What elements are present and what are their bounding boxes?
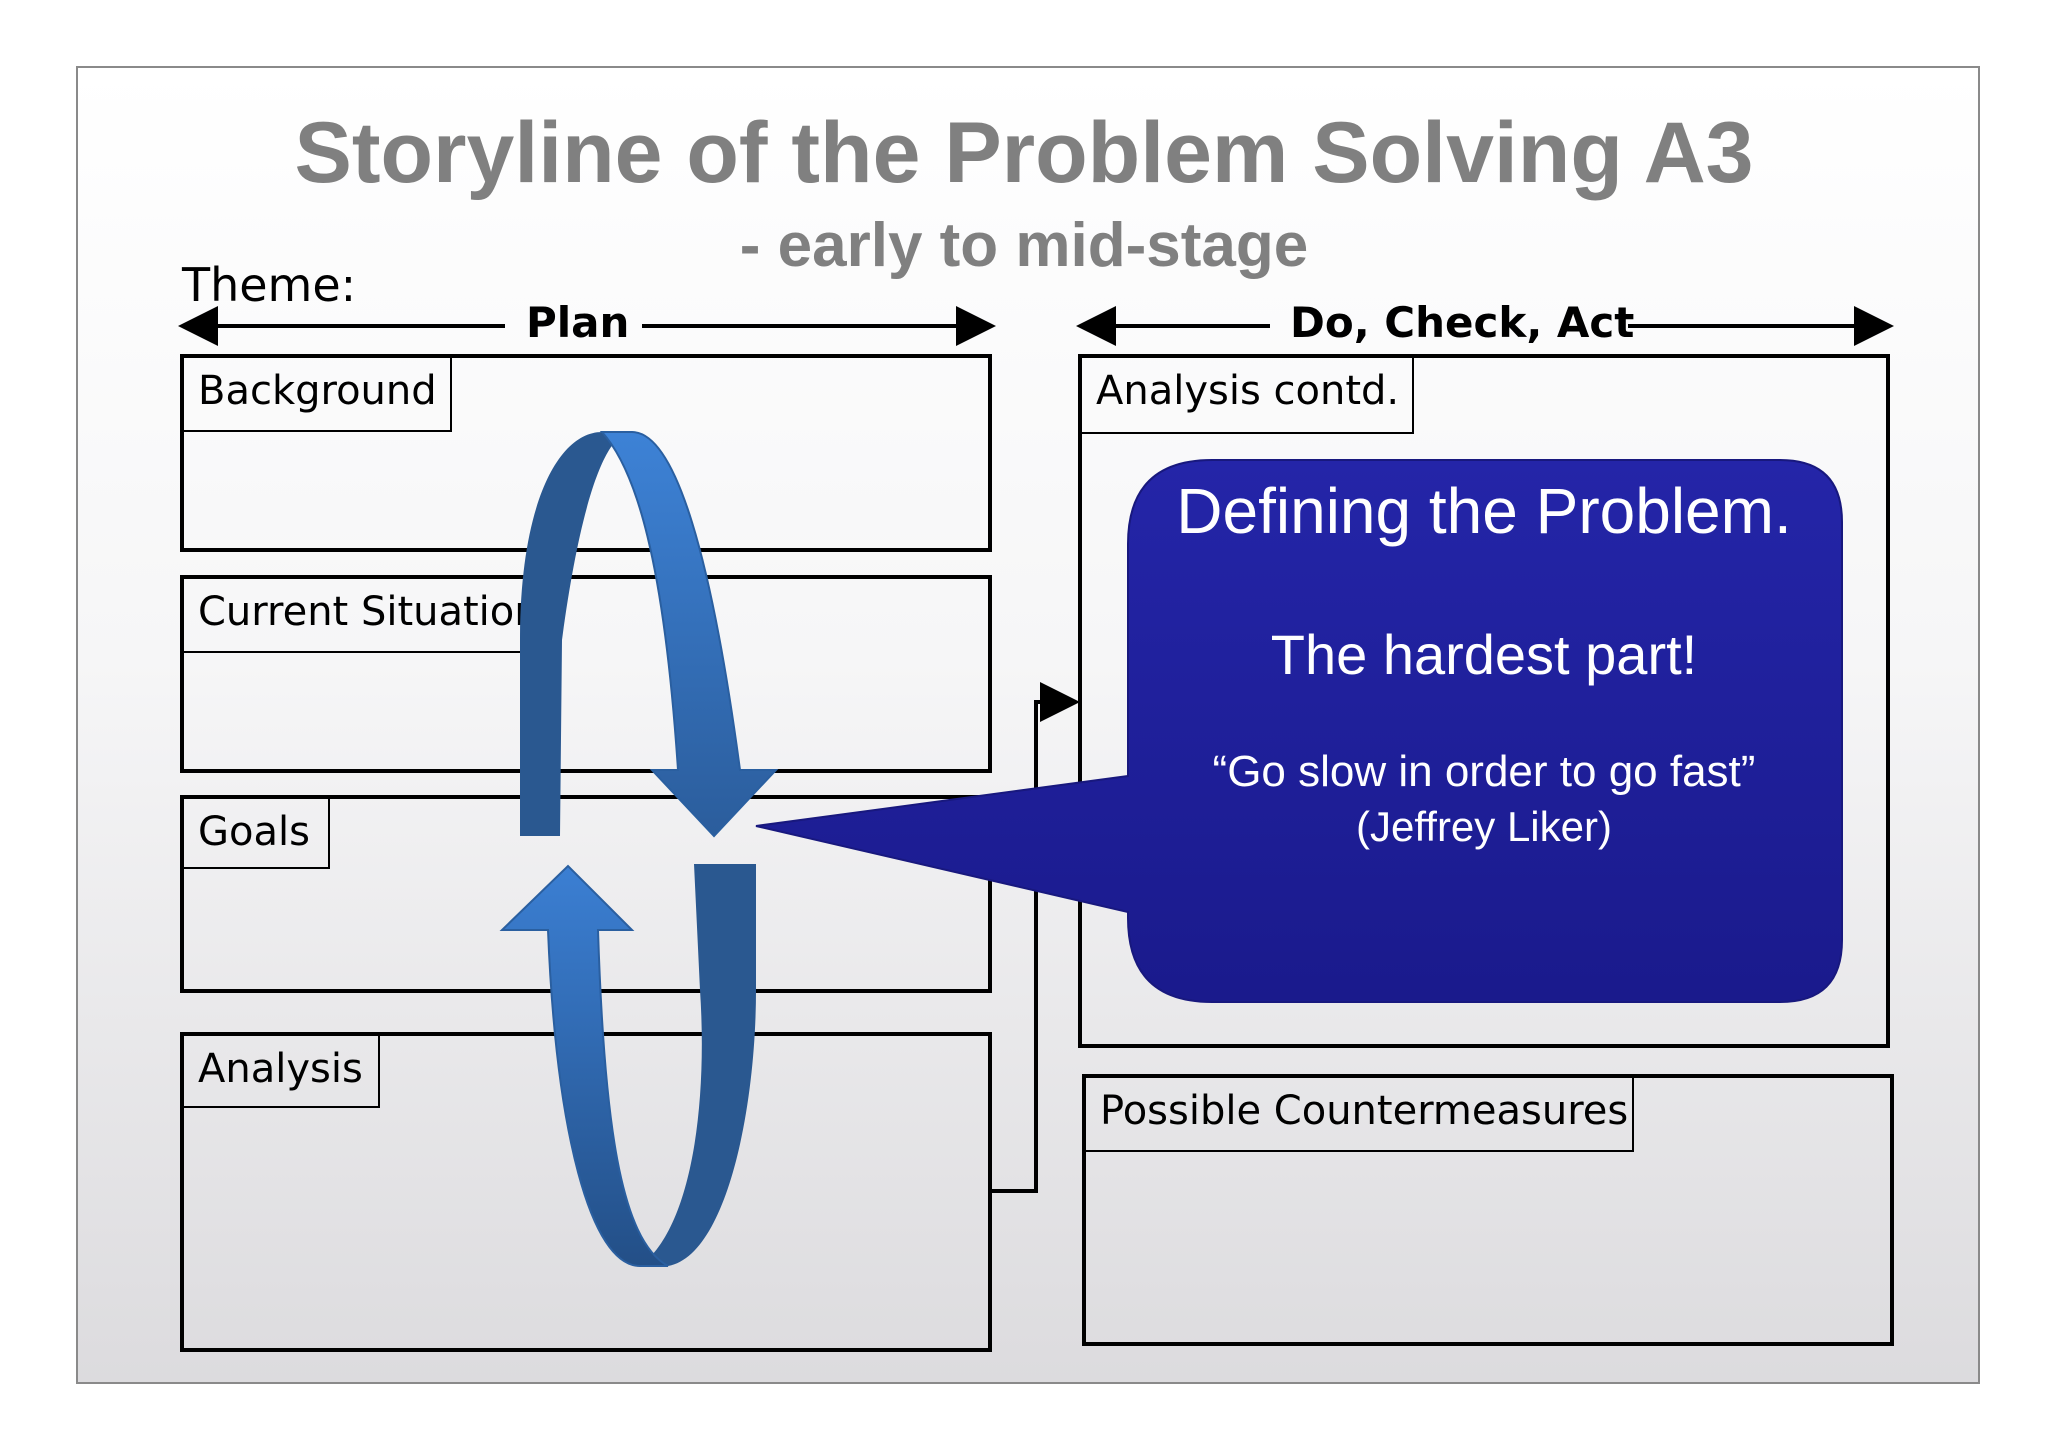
connector-arrow — [992, 682, 1080, 1193]
countermeasures-label: Possible Countermeasures — [1086, 1078, 1634, 1152]
callout-title: Defining the Problem. — [1176, 475, 1792, 547]
current-situation-label: Current Situation — [184, 579, 540, 653]
cycle-arrow-top-icon — [599, 431, 779, 838]
cycle-arrow-bottom-back — [640, 864, 756, 1266]
analysis-label: Analysis — [184, 1036, 380, 1108]
cycle-arrow-bottom-icon — [499, 864, 669, 1267]
callout-text: Defining the Problem. The hardest part! … — [1134, 470, 1834, 851]
callout-quote: “Go slow in order to go fast” — [1212, 747, 1756, 796]
analysis-contd-box: Analysis contd. — [1078, 354, 1890, 1048]
goals-label: Goals — [184, 799, 330, 869]
current-situation-box: Current Situation — [180, 575, 992, 773]
analysis-contd-label: Analysis contd. — [1082, 358, 1414, 434]
cycle-arrow-top-back — [520, 432, 632, 836]
background-label: Background — [184, 358, 452, 432]
callout-subtitle: The hardest part! — [1270, 623, 1698, 686]
page-subtitle: - early to mid-stage — [739, 211, 1309, 280]
callout-bubble — [755, 459, 1843, 1003]
countermeasures-box: Possible Countermeasures — [1082, 1074, 1894, 1346]
plan-label: Plan — [526, 298, 630, 347]
callout-author: (Jeffrey Liker) — [1356, 803, 1612, 850]
page-title: Storyline of the Problem Solving A3 — [294, 105, 1754, 201]
do-check-act-label: Do, Check, Act — [1290, 298, 1635, 347]
background-box: Background — [180, 354, 992, 552]
theme-label: Theme: — [182, 258, 357, 312]
